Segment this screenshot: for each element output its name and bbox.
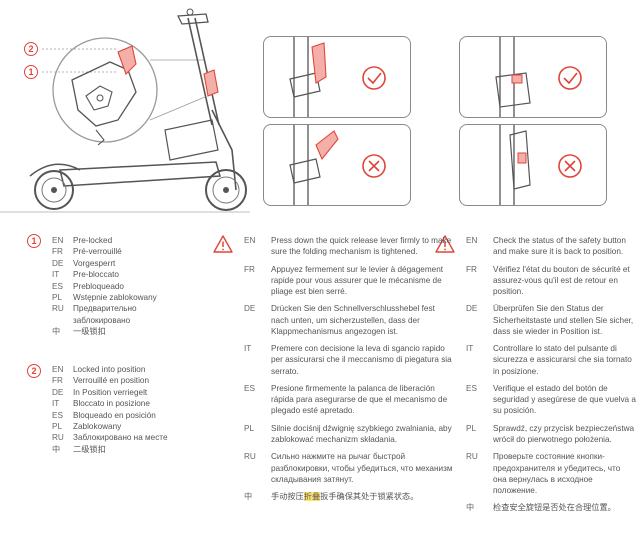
panel-lever-correct xyxy=(263,36,411,118)
legend-marker-1: 1 xyxy=(27,234,41,248)
marker-pre-locked: 2 xyxy=(24,42,38,56)
warning-icon xyxy=(213,235,233,253)
list-item: 中一级锁扣 xyxy=(52,327,106,337)
marker-locked: 1 xyxy=(24,65,38,79)
panel-button-wrong xyxy=(459,124,607,206)
list-item: заблокировано xyxy=(73,315,131,325)
legend-marker-2: 2 xyxy=(27,364,41,378)
instruction-paragraph-cn: 中手动按压折叠扳手确保其处于锁紧状态。 xyxy=(244,492,419,502)
warning-icon xyxy=(435,235,455,253)
panel-button-correct xyxy=(459,36,607,118)
highlighted-term: 折叠 xyxy=(303,492,321,502)
list-item: 中二级锁扣 xyxy=(52,444,106,454)
scooter-illustration xyxy=(0,8,250,213)
instruction-paragraph: 中检查安全旋钮是否处在合理位置。 xyxy=(466,503,616,513)
panel-lever-wrong xyxy=(263,124,411,206)
